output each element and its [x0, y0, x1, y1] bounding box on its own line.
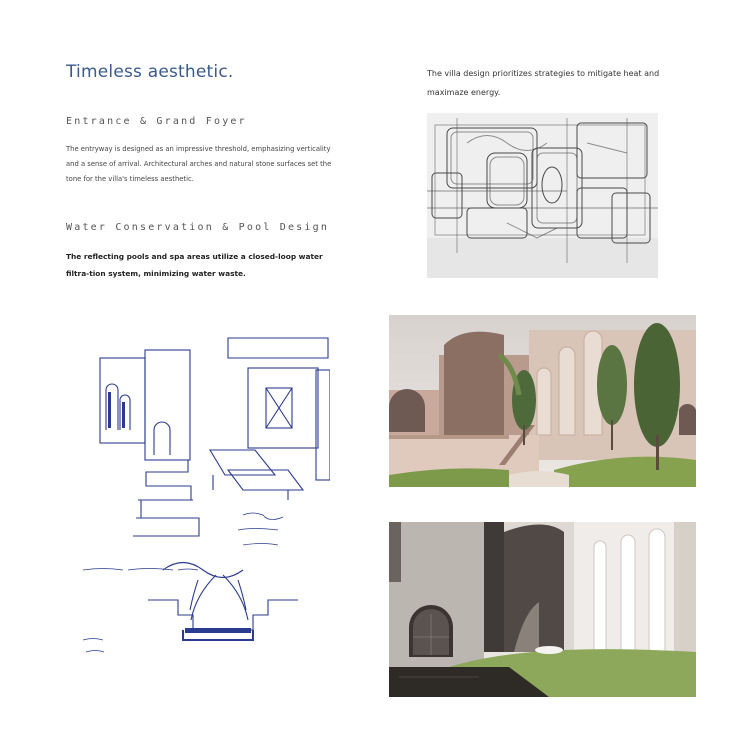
courtyard-render-image — [389, 315, 696, 487]
section-heading-entrance: Entrance & Grand Foyer — [66, 116, 247, 127]
floorplan-sketch-image — [427, 113, 658, 278]
pool-render-image — [389, 522, 696, 697]
section-heading-water: Water Conservation & Pool Design — [66, 222, 330, 233]
entrance-sketch-image — [78, 330, 330, 663]
section-text-water: The reflecting pools and spa areas utili… — [66, 252, 323, 278]
section-text-entrance: The entryway is designed as an impressiv… — [66, 145, 332, 183]
intro-text: The villa design prioritizes strategies … — [427, 69, 660, 97]
page-title: Timeless aesthetic. — [66, 62, 234, 82]
